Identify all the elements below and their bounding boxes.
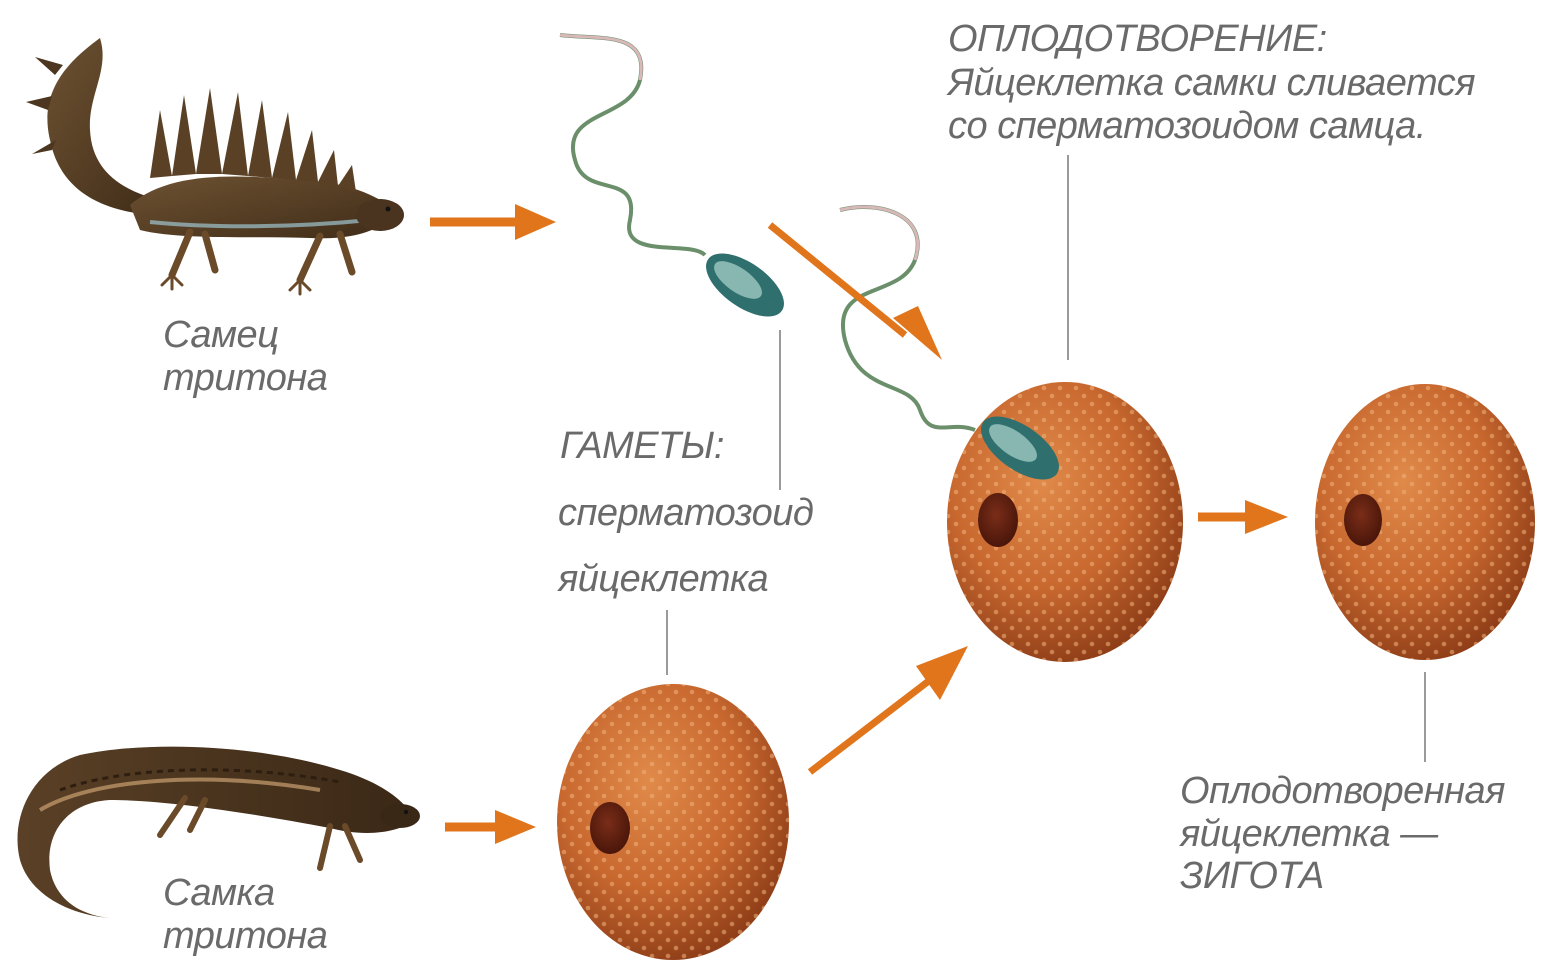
sperm-cell-illustration (560, 35, 794, 329)
male-newt-label-line2: тритона (163, 357, 327, 400)
male-newt-label-line1: Самец (163, 314, 327, 357)
arrow-egg-to-fertilization (810, 646, 968, 772)
arrow-fertilization-to-zygote (1198, 500, 1288, 534)
zygote-label-line1: Оплодотворенная (1180, 770, 1505, 813)
female-newt-label-line2: тритона (163, 915, 327, 958)
arrow-male-to-sperm (430, 204, 556, 240)
female-newt-label: Самка тритона (163, 872, 327, 957)
female-newt-label-line1: Самка (163, 872, 327, 915)
fertilization-description-line2: со сперматозоидом самца. (948, 105, 1475, 148)
egg-cell-illustration (557, 684, 789, 960)
fertilization-description-line1: Яйцеклетка самки сливается (948, 62, 1475, 105)
fertilizing-sperm-illustration (840, 207, 1069, 492)
gametes-title: ГАМЕТЫ: (560, 425, 724, 468)
zygote-label-line2: яйцеклетка — (1180, 813, 1505, 856)
zygote-label-line3: ЗИГОТА (1180, 855, 1505, 898)
male-newt-illustration (26, 38, 404, 294)
zygote-illustration (1315, 384, 1535, 660)
egg-label: яйцеклетка (558, 558, 768, 601)
fertilization-description: Яйцеклетка самки сливается со сперматозо… (948, 62, 1475, 147)
male-newt-label: Самец тритона (163, 314, 327, 399)
fertilization-title: ОПЛОДОТВОРЕНИЕ: (948, 18, 1327, 61)
arrow-female-to-egg (445, 810, 536, 844)
zygote-label: Оплодотворенная яйцеклетка — ЗИГОТА (1180, 770, 1505, 898)
sperm-label: сперматозоид (558, 492, 813, 535)
